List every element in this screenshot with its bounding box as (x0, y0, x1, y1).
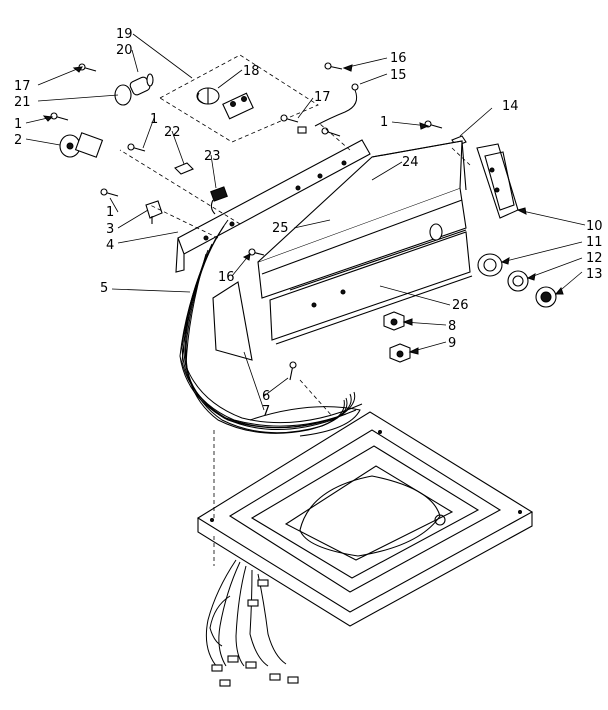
callout-26: 26 (452, 298, 469, 313)
callout-6: 6 (262, 389, 270, 404)
leader-lines (25, 33, 586, 411)
wire-harness (179, 219, 363, 437)
callout-16: 16 (218, 270, 235, 285)
knob-part (114, 73, 154, 106)
callout-23: 23 (204, 149, 221, 164)
callout-19: 19 (116, 27, 133, 42)
screw-1-left (50, 112, 69, 121)
screw-16-top (324, 62, 343, 70)
callout-24: 24 (402, 155, 419, 170)
switch-part (59, 132, 104, 158)
callout-labels: 19 20 17 21 1 2 18 16 15 17 1 22 23 1 14… (14, 27, 603, 419)
screw-mid-top (321, 127, 341, 137)
callout-8: 8 (448, 319, 456, 334)
mounting-rail (175, 139, 371, 273)
callout-10: 10 (586, 219, 603, 234)
callout-22: 22 (164, 125, 181, 140)
connector-part (210, 186, 228, 215)
callout-12: 12 (586, 251, 603, 266)
timer-part (196, 87, 254, 120)
callout-13: 13 (586, 267, 603, 282)
callout-1: 1 (150, 112, 158, 127)
screw-6 (289, 361, 297, 381)
knob-ring-11 (477, 253, 503, 277)
callout-1: 1 (106, 205, 114, 220)
screw-1-right (424, 120, 443, 129)
callout-17: 17 (314, 90, 331, 105)
lower-wires (205, 559, 299, 687)
control-panel (257, 140, 467, 299)
alignment-lines (119, 123, 471, 520)
callout-20: 20 (116, 43, 133, 58)
knob-8 (383, 311, 405, 331)
screw-1-mid (127, 143, 146, 152)
knob-ring-13 (535, 286, 557, 308)
callout-1: 1 (14, 117, 22, 132)
screw-17-mid (280, 114, 299, 123)
side-panel (212, 281, 253, 361)
sensor-wire (297, 83, 359, 134)
end-cap (476, 143, 519, 219)
callout-5: 5 (100, 281, 108, 296)
callout-16: 16 (390, 51, 407, 66)
clip-part (174, 162, 194, 175)
screw-1-lower-left (100, 188, 119, 197)
callout-15: 15 (390, 68, 407, 83)
clamp-part (145, 200, 163, 224)
callout-9: 9 (448, 336, 456, 351)
callout-4: 4 (106, 238, 114, 253)
callout-25: 25 (272, 221, 289, 236)
callout-11: 11 (586, 235, 603, 250)
callout-2: 2 (14, 133, 22, 148)
callout-3: 3 (106, 222, 114, 237)
console-back (269, 231, 473, 345)
knob-ring-12 (507, 270, 529, 292)
callout-1: 1 (380, 115, 388, 130)
knob-9 (389, 343, 411, 363)
leader-arrowheads (42, 64, 564, 355)
cabinet-top (196, 411, 534, 627)
callout-14: 14 (502, 99, 519, 114)
screw-16-lower (248, 248, 265, 256)
callout-21: 21 (14, 95, 31, 110)
callout-7: 7 (262, 404, 270, 419)
callout-17: 17 (14, 79, 31, 94)
timer-subassembly-outline (159, 54, 319, 143)
callout-18: 18 (243, 64, 260, 79)
